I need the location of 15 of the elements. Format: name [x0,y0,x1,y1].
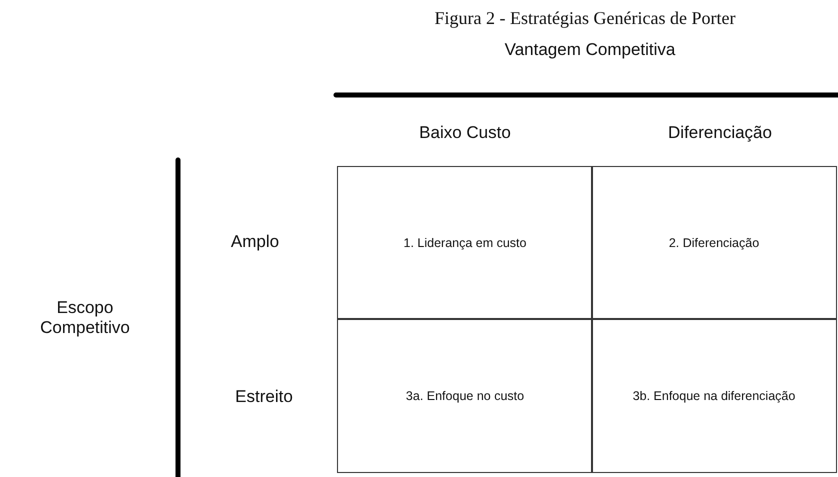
cell-text: 3b. Enfoque na diferenciação [632,388,796,402]
matrix-cell [591,318,837,473]
row-header: Amplo [230,232,280,252]
matrix-cell [337,318,593,473]
column-header: Diferenciação [668,122,772,144]
row-header: Estreito [235,386,293,408]
cell-text: 1. Liderança em custo [404,236,526,250]
matrix-cell [591,166,837,320]
cell-text: 3a. Enfoque no custo [406,388,524,402]
column-header: Baixo Custo [419,122,511,144]
axis-title: Vantagem Competitiva [504,40,676,60]
matrix-cell [337,166,593,320]
axis-title: Escopo Competitivo [39,298,131,338]
cell-text: 2. Diferenciação [668,236,760,250]
figure-title: Figura 2 - Estratégias Genéricas de Porter [434,8,736,29]
